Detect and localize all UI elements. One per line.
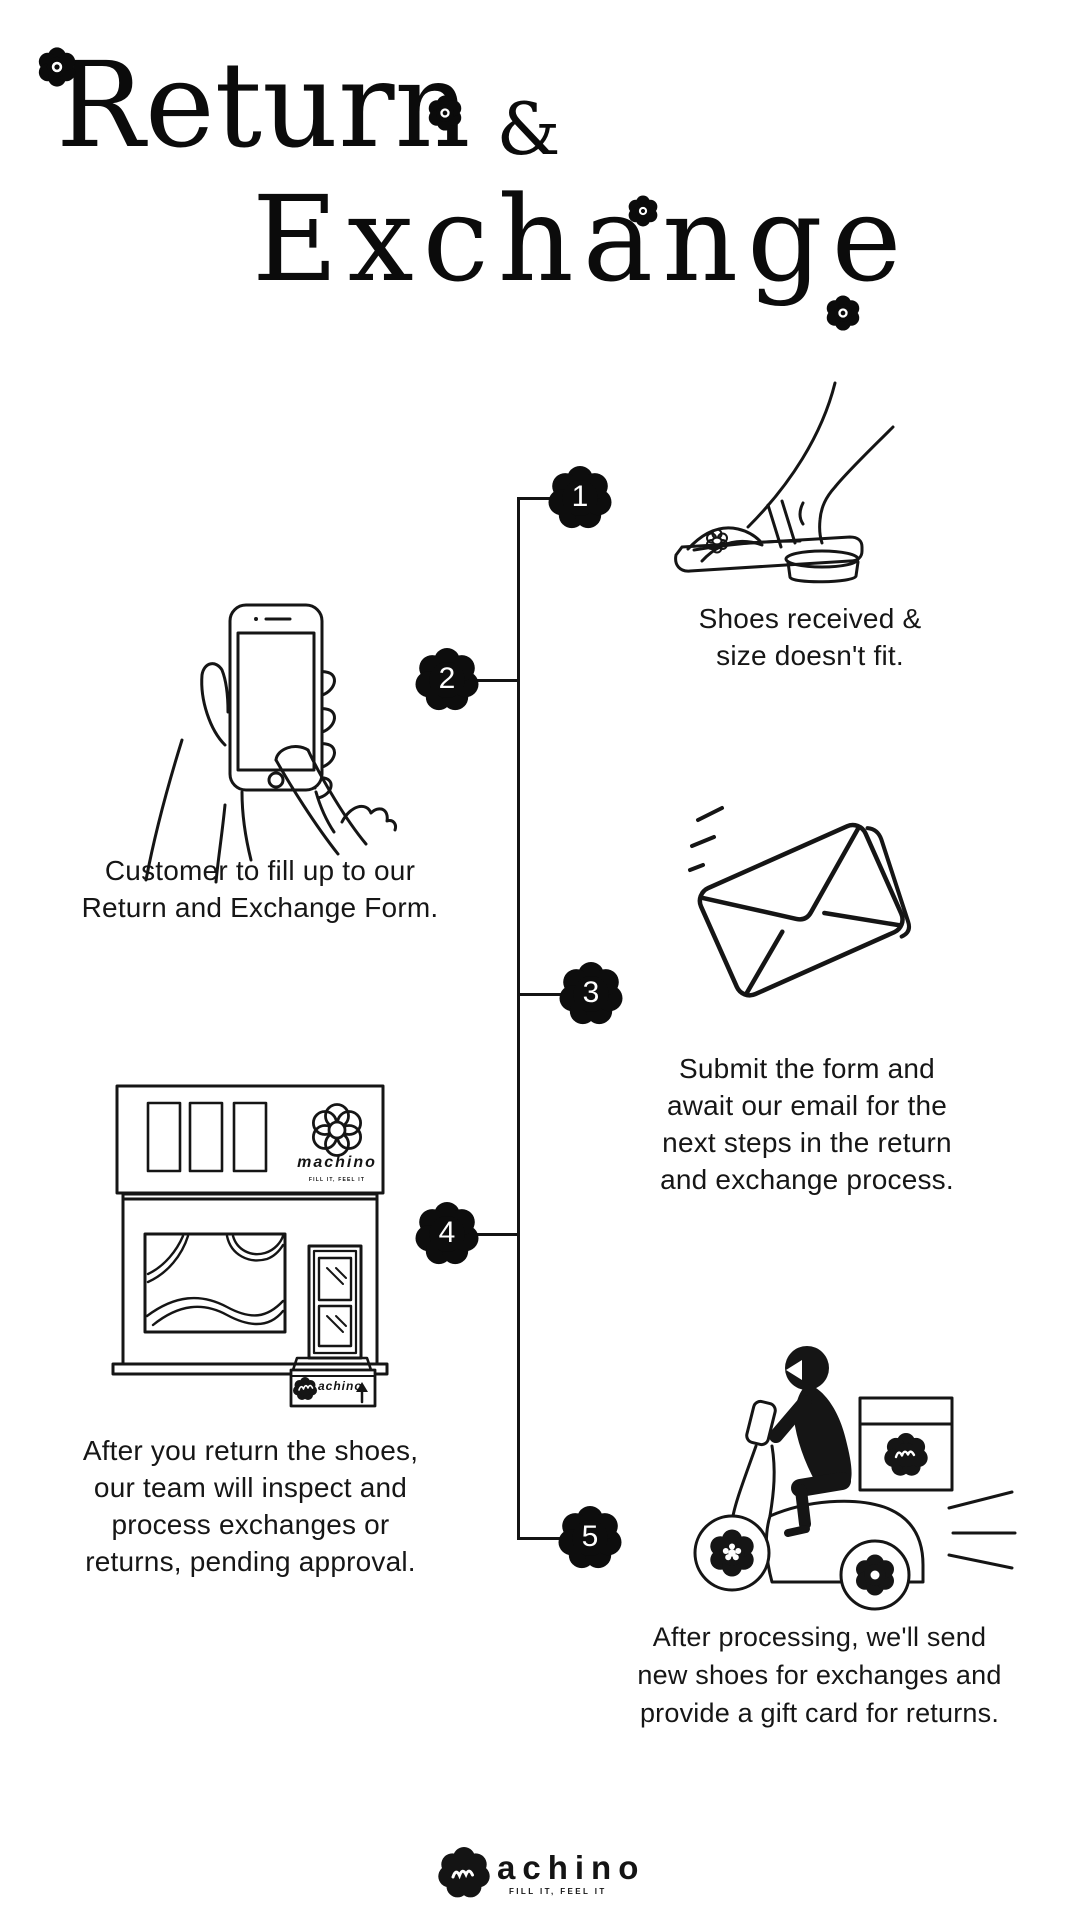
flower-badge-icon: [415, 1202, 479, 1265]
flower-badge-icon: [558, 1506, 622, 1569]
machino-storefront-illustration: machino FILL IT, FEEL IT achino: [105, 1078, 395, 1413]
step-number: 5: [581, 1520, 599, 1553]
step-number: 3: [582, 976, 600, 1009]
bag-brand-label: achino: [318, 1379, 363, 1393]
flower-badge-icon: [415, 648, 479, 711]
step-2-caption: Customer to fill up to our Return and Ex…: [35, 852, 485, 926]
storefront-sign-brand: machino: [297, 1154, 377, 1171]
caption-line: Shoes received &: [698, 603, 922, 634]
machino-footer-logo: achino FILL IT, FEEL IT: [436, 1845, 645, 1901]
caption-line: our team will inspect and: [93, 1472, 408, 1503]
step-5-caption: After processing, we'll send new shoes f…: [592, 1618, 1047, 1732]
flower-icon: [428, 95, 462, 131]
step-5-badge: 5: [558, 1506, 622, 1570]
timeline-connector-3: [518, 993, 561, 996]
speed-lines: [947, 1490, 1017, 1570]
step-1-caption: Shoes received & size doesn't fit.: [645, 600, 975, 674]
step-4-badge: 4: [415, 1202, 479, 1266]
caption-line: size doesn't fit.: [716, 640, 904, 671]
title-ampersand: &: [496, 87, 561, 171]
step-3-caption: Submit the form and await our email for …: [612, 1050, 1002, 1198]
caption-line: await our email for the: [666, 1090, 948, 1121]
rear-wheel-flower-hub: [856, 1554, 894, 1596]
caption-line: returns, pending approval.: [85, 1546, 416, 1577]
footer-tagline: FILL IT, FEEL IT: [509, 1887, 607, 1896]
up-arrow-icon: [356, 1382, 368, 1404]
caption-line: provide a gift card for returns.: [639, 1698, 1000, 1728]
step-3-badge: 3: [559, 962, 623, 1026]
timeline-connector-2: [477, 679, 519, 682]
flower-badge-icon: [548, 466, 612, 529]
timeline-connector-4: [477, 1233, 519, 1236]
flower-icon: [826, 295, 860, 331]
caption-line: After you return the shoes,: [82, 1435, 419, 1466]
step-4-caption: After you return the shoes, our team wil…: [28, 1432, 473, 1580]
timeline-connector-1: [518, 497, 551, 500]
step-2-badge: 2: [415, 648, 479, 712]
hand-holding-phone-illustration: [144, 603, 397, 884]
title-return: Return: [56, 36, 471, 174]
bag-flower-logo-icon: [293, 1377, 317, 1400]
caption-line: After processing, we'll send: [652, 1622, 987, 1652]
flying-envelope-illustration: [688, 806, 912, 998]
caption-line: Return and Exchange Form.: [81, 892, 439, 923]
step-number: 4: [438, 1216, 456, 1249]
caption-line: process exchanges or: [111, 1509, 390, 1540]
step-1-badge: 1: [548, 466, 612, 530]
delivery-scooter-illustration: [693, 1346, 1017, 1611]
rider-silhouette: [785, 1346, 852, 1490]
flower-icon: [628, 195, 658, 227]
page-title-line2: Exchange: [252, 170, 911, 308]
storefront-drawing: [111, 1084, 389, 1408]
caption-line: next steps in the return: [662, 1127, 952, 1158]
timeline-line: [517, 497, 520, 1540]
daisy-logo-icon: [311, 1103, 363, 1157]
step-number: 1: [571, 480, 589, 513]
timeline-connector-5: [518, 1537, 560, 1540]
page-title-line1: Return&: [56, 43, 561, 171]
foot-in-sandal-illustration: [674, 381, 895, 584]
flower-icon: [38, 47, 76, 87]
footer-flower-m-icon: [438, 1847, 490, 1898]
step-number: 2: [438, 662, 456, 695]
box-flower-logo-icon: [884, 1433, 928, 1476]
caption-line: and exchange process.: [660, 1164, 954, 1195]
caption-line: Submit the form and: [679, 1053, 935, 1084]
storefront-sign-tagline: FILL IT, FEEL IT: [308, 1177, 366, 1183]
footer-brand-label: achino: [497, 1849, 646, 1886]
flower-badge-icon: [559, 962, 623, 1025]
caption-line: Customer to fill up to our: [104, 855, 416, 886]
caption-line: new shoes for exchanges and: [637, 1660, 1002, 1690]
